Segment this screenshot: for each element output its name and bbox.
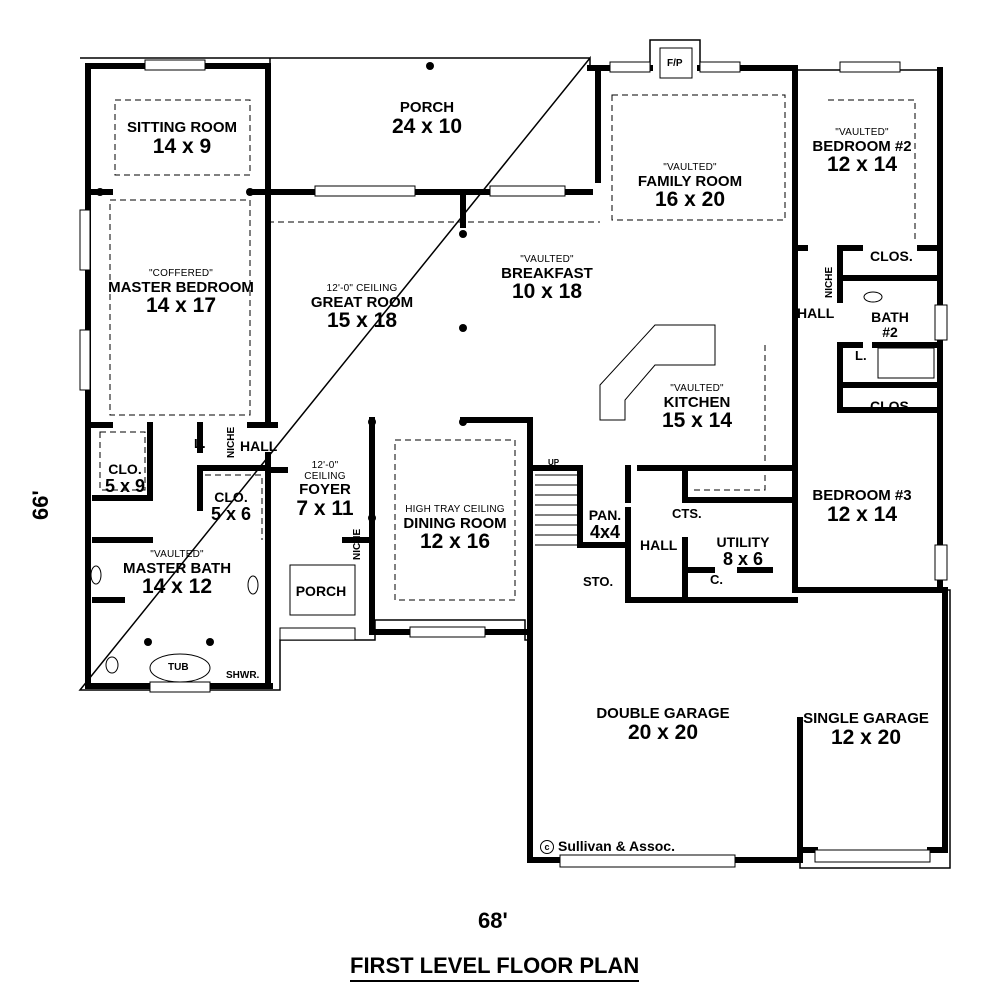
storage-label: STO. [583,574,614,589]
closet-c-label: C. [710,572,723,587]
room-porch-rear: PORCH 24 x 10 [391,99,463,138]
room-great-room: 12'-0" CEILING GREAT ROOM 15 x 18 [310,283,414,333]
room-breakfast: "VAULTED" BREAKFAST 10 x 18 [501,254,593,304]
hall-east-label: HALL [797,305,835,321]
room-bedroom-2: "VAULTED" BEDROOM #2 12 x 14 [812,127,912,177]
room-bedroom-3: BEDROOM #3 12 x 14 [812,487,912,526]
room-porch-front: PORCH [295,583,347,599]
niche-east-label: NICHE [824,266,835,298]
room-sitting-room: SITTING ROOM 14 x 9 [127,119,237,158]
hall-utility-label: HALL [640,537,678,553]
closet-upper-label: CLOS. [870,248,913,264]
room-kitchen: "VAULTED" KITCHEN 15 x 14 [661,383,733,433]
width-dimension: 68' [478,908,508,933]
room-utility: UTILITY 8 x 6 [716,534,770,569]
niche-foyer-label: NICHE [352,528,363,560]
stair-up-label: UP [548,458,560,467]
room-family-room: "VAULTED" FAMILY ROOM 16 x 20 [637,162,743,212]
linen-master-label: L. [194,436,206,451]
niche-master-label: NICHE [226,426,237,458]
cts-label: CTS. [672,506,702,521]
room-closet-5x6: CLO. 5 x 6 [210,489,252,524]
closet-lower-label: CLOS. [870,398,913,414]
hall-master-label: HALL [240,438,278,454]
plan-title: FIRST LEVEL FLOOR PLAN [350,953,640,982]
room-closet-5x9: CLO. 5 x 9 [104,461,146,496]
room-master-bath: "VAULTED" MASTER BATH 14 x 12 [122,549,232,599]
room-master-bedroom: "COFFERED" MASTER BEDROOM 14 x 17 [108,268,254,318]
room-double-garage: DOUBLE GARAGE 20 x 20 [596,705,730,744]
room-dining-room: HIGH TRAY CEILING DINING ROOM 12 x 16 [403,504,507,554]
shower-label: SHWR. [226,670,260,681]
room-pantry: PAN. 4x4 [588,507,622,542]
copyright-icon: c [540,840,554,854]
room-bath-2: BATH #2 [871,309,909,340]
depth-dimension: 66' [28,490,53,520]
fireplace-label: F/P [667,58,683,69]
room-foyer: 12'-0" CEILING FOYER 7 x 11 [296,460,354,520]
tub-label: TUB [168,662,189,673]
room-single-garage: SINGLE GARAGE 12 x 20 [803,710,929,749]
linen-bath2-label: L. [855,348,867,363]
